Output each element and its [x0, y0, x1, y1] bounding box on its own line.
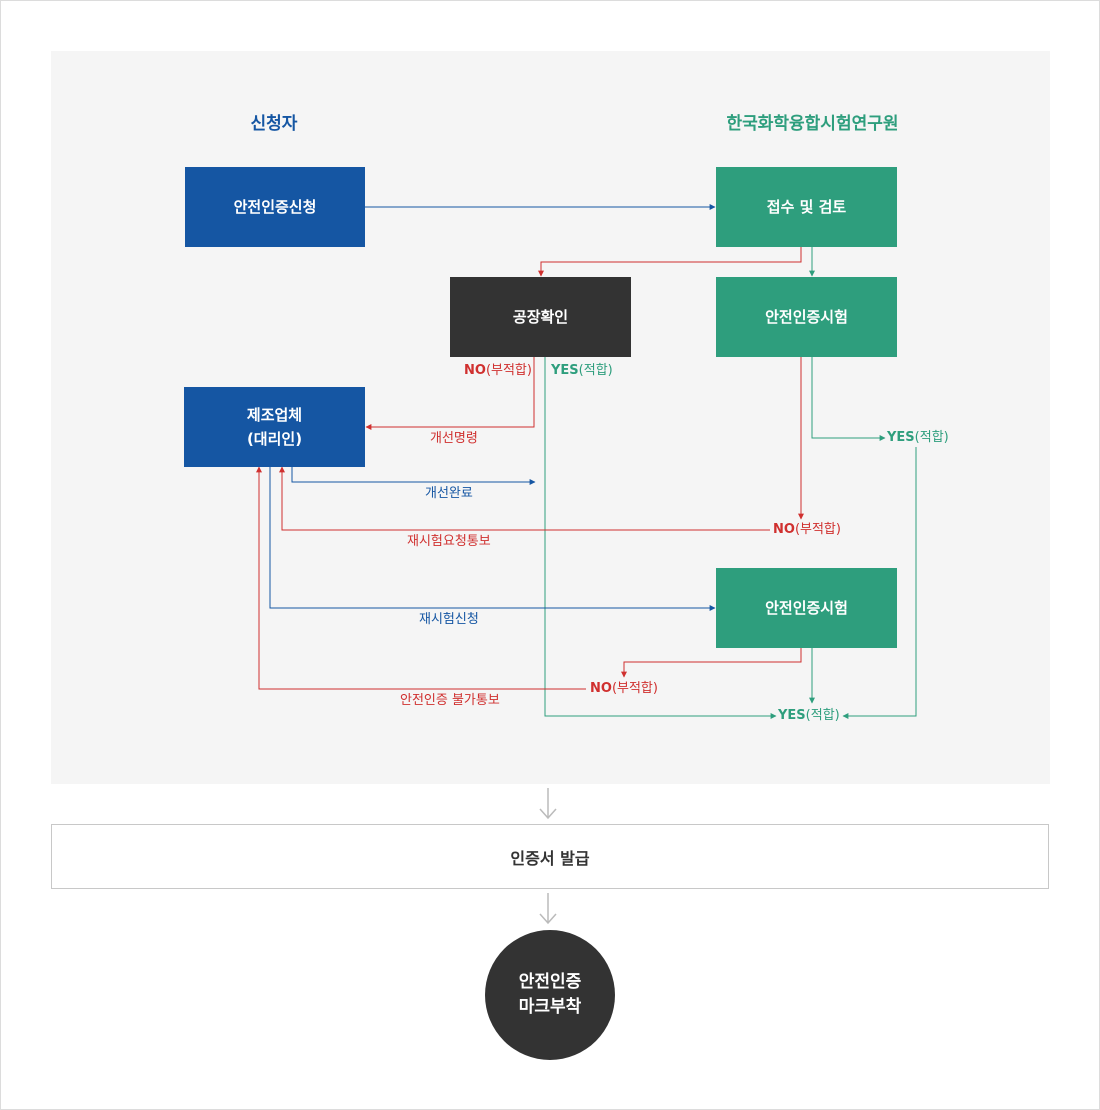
label-improve-order: 개선명령 — [430, 431, 478, 446]
node-safety-cert-test-1: 안전인증시험 — [716, 277, 897, 357]
label-test1-yes-main: YES — [887, 430, 915, 445]
safety-mark-circle: 안전인증 마크부착 — [485, 930, 615, 1060]
header-applicant: 신청자 — [250, 114, 298, 134]
connector-test2-no — [621, 648, 802, 678]
connector-reject-notice — [256, 466, 586, 690]
connector-improve-order — [365, 357, 535, 430]
label-test2-no: NO(부적합) — [590, 681, 658, 697]
label-improve-done: 개선완료 — [425, 486, 473, 501]
label-factory-yes-main: YES — [551, 363, 579, 378]
node-safety-cert-apply: 안전인증신청 — [185, 167, 365, 247]
node-receive-review: 접수 및 검토 — [716, 167, 897, 247]
node-label: 안전인증신청 — [233, 198, 317, 216]
connector-factory-yes — [544, 357, 777, 719]
node-label: 안전인증시험 — [765, 599, 848, 617]
connector-test1-yes-to-final — [842, 447, 917, 719]
label-test1-yes: YES(적합) — [887, 430, 949, 446]
label-test2-no-main: NO — [590, 681, 612, 696]
label-final-yes-paren: (적합) — [805, 708, 840, 723]
label-factory-no-paren: (부적합) — [485, 363, 532, 378]
connector-improve-done — [291, 467, 536, 485]
node-label-line1: 제조업체 — [246, 406, 303, 424]
connector-test1-yes — [811, 357, 886, 441]
label-test1-no-paren: (부적합) — [794, 522, 841, 537]
label-factory-no-main: NO — [464, 363, 486, 378]
label-test2-no-paren: (부적합) — [611, 681, 658, 696]
mark-label-line1: 안전인증 — [518, 972, 582, 992]
label-factory-yes-paren: (적합) — [578, 363, 613, 378]
node-manufacturer: 제조업체 (대리인) — [184, 387, 365, 467]
down-arrow-to-issue — [539, 788, 557, 820]
label-test1-yes-paren: (적합) — [914, 430, 949, 445]
node-safety-cert-test-2: 안전인증시험 — [716, 568, 897, 648]
node-factory-check: 공장확인 — [450, 277, 631, 357]
label-retest-notice: 재시험요청통보 — [407, 534, 491, 549]
node-label: 공장확인 — [512, 308, 569, 326]
certificate-issue-box: 인증서 발급 — [51, 824, 1049, 889]
connector-retest-apply — [269, 467, 716, 611]
label-final-yes: YES(적합) — [778, 708, 840, 724]
label-factory-no: NO(부적합) — [464, 363, 532, 379]
label-test1-no-main: NO — [773, 522, 795, 537]
connector-retest-notice — [279, 466, 770, 531]
mark-label-line2: 마크부착 — [518, 997, 582, 1017]
certificate-issue-label: 인증서 발급 — [510, 848, 590, 868]
label-reject-notice: 안전인증 불가통보 — [400, 693, 500, 708]
down-arrow-to-mark — [539, 893, 557, 925]
node-label: 접수 및 검토 — [766, 198, 847, 216]
label-final-yes-main: YES — [778, 708, 806, 723]
node-label: 안전인증시험 — [765, 308, 848, 326]
label-factory-yes: YES(적합) — [551, 363, 613, 379]
connector-receive-to-factory — [538, 247, 802, 277]
header-institute: 한국화학융합시험연구원 — [726, 114, 899, 134]
label-retest-apply: 재시험신청 — [419, 612, 479, 627]
node-label-line2: (대리인) — [246, 430, 303, 448]
label-test1-no: NO(부적합) — [773, 522, 841, 538]
